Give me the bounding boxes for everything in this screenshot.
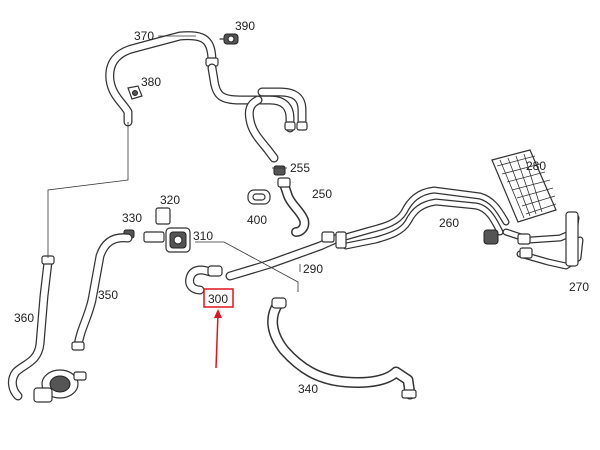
pipe-270 — [502, 211, 584, 270]
label-370: 370 — [134, 29, 154, 43]
part-labels: 370 390 380 255 250 400 320 330 310 290 … — [14, 19, 589, 396]
bracket-380 — [127, 85, 143, 100]
clip-390 — [219, 33, 239, 45]
hose-250 — [277, 177, 310, 237]
heat-exchanger-280 — [491, 149, 557, 223]
gasket-400 — [247, 189, 271, 205]
clip-255 — [273, 165, 286, 176]
label-300: 300 — [208, 292, 228, 306]
label-250: 250 — [312, 187, 332, 201]
label-380: 380 — [141, 75, 161, 89]
leader-lines — [47, 35, 301, 292]
label-255: 255 — [290, 161, 310, 175]
label-320: 320 — [160, 193, 180, 207]
label-310: 310 — [193, 229, 213, 243]
label-330: 330 — [122, 211, 142, 225]
hose-top-center — [207, 63, 308, 163]
label-280: 280 — [526, 159, 546, 173]
label-350: 350 — [98, 288, 118, 302]
label-360: 360 — [14, 311, 34, 325]
highlight-box — [203, 288, 234, 308]
hose-360 — [7, 255, 55, 401]
label-400: 400 — [247, 213, 267, 227]
hose-290 — [225, 231, 343, 281]
valve-310-320 — [143, 207, 191, 253]
label-340: 340 — [298, 382, 318, 396]
label-260: 260 — [439, 216, 459, 230]
label-270: 270 — [569, 280, 589, 294]
hose-340 — [267, 297, 417, 400]
pipe-260 — [335, 186, 510, 250]
highlight-arrowhead — [214, 309, 222, 318]
hose-300 — [185, 265, 223, 295]
label-390: 390 — [235, 19, 255, 33]
hose-370 — [105, 31, 219, 127]
hose-350 — [71, 233, 133, 351]
highlight-callout: 300 — [203, 288, 234, 369]
highlight-arrow — [215, 312, 219, 369]
label-290: 290 — [303, 262, 323, 276]
pump-unit — [33, 369, 87, 403]
